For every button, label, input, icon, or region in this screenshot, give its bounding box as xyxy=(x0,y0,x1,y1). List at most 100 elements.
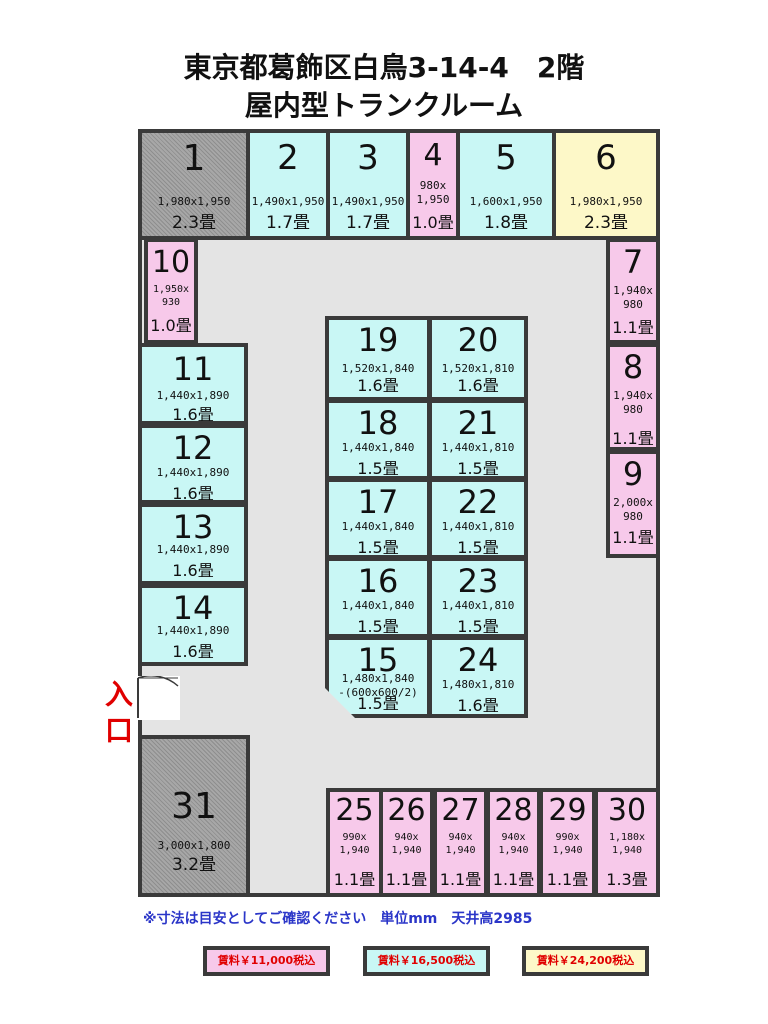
unit-number: 29 xyxy=(548,793,587,828)
unit-area: 1.0畳 xyxy=(412,213,454,232)
page-title: 東京都葛飾区白鳥3-14-4 2階 xyxy=(183,51,585,84)
unit-area: 1.7畳 xyxy=(265,213,311,233)
dimension-note: ※寸法は目安としてご確認ください 単位mm 天井高2985 xyxy=(143,911,533,927)
unit-number: 3 xyxy=(357,138,379,178)
entrance-char-2: 口 xyxy=(105,714,134,747)
unit-area: 1.1畳 xyxy=(612,429,654,448)
unit-number: 2 xyxy=(277,138,299,178)
storage-unit-8[interactable]: 8 1,940x 980 1.1畳 xyxy=(606,343,660,451)
entrance-char-1: 入 xyxy=(105,678,134,711)
unit-dimensions: 1,980x1,950 xyxy=(157,195,231,208)
unit-number: 15 xyxy=(357,641,399,679)
unit-number: 26 xyxy=(387,793,426,828)
unit-dimensions: 1,520x1,840 xyxy=(341,362,415,375)
unit-dimensions: 1,600x1,950 xyxy=(469,195,543,208)
unit-dimensions: 1,440x1,810 xyxy=(441,520,515,533)
unit-number: 22 xyxy=(457,483,499,521)
unit-area: 1.1畳 xyxy=(385,870,428,889)
storage-unit-7[interactable]: 7 1,940x 980 1.1畳 xyxy=(606,238,660,344)
unit-area: 1.5畳 xyxy=(457,538,499,557)
unit-area: 1.1畳 xyxy=(333,870,376,889)
unit-area: 1.7畳 xyxy=(345,213,391,233)
unit-number: 13 xyxy=(172,508,214,546)
door-swing-icon xyxy=(137,674,179,718)
legend-rent-cream: 賃料￥24,200税込 xyxy=(522,946,649,976)
unit-number: 19 xyxy=(357,321,399,359)
unit-area: 1.6畳 xyxy=(357,376,399,395)
unit-dimensions: 1,950x 930 xyxy=(152,284,190,308)
unit-dimensions: 980x 1,950 xyxy=(416,179,450,206)
unit-dimensions: 940x 1,940 xyxy=(498,832,529,856)
unit-area: 1.5畳 xyxy=(457,459,499,478)
unit-area: 1.1畳 xyxy=(612,318,654,337)
storage-unit-3[interactable]: 3 1,490x1,950 1.7畳 xyxy=(326,129,410,240)
unit-area: 1.5畳 xyxy=(357,538,399,557)
unit-dimensions: 1,480x1,840 -(600x600/2) xyxy=(338,672,418,699)
unit-dimensions: 1,940x 980 xyxy=(613,284,653,311)
unit-dimensions: 1,490x1,950 xyxy=(251,195,325,208)
unit-dimensions: 3,000x1,800 xyxy=(157,839,231,852)
unit-dimensions: 1,940x 980 xyxy=(613,389,653,416)
unit-dimensions: 990x 1,940 xyxy=(339,832,370,856)
unit-dimensions: 2,000x 980 xyxy=(613,496,653,523)
unit-area: 1.6畳 xyxy=(172,561,214,580)
unit-dimensions: 1,440x1,890 xyxy=(156,466,230,479)
unit-area: 1.6畳 xyxy=(172,484,214,503)
unit-number: 20 xyxy=(457,321,499,359)
storage-unit-9[interactable]: 9 2,000x 980 1.1畳 xyxy=(606,450,660,558)
unit-number: 9 xyxy=(622,455,644,493)
unit-number: 17 xyxy=(357,483,399,521)
unit-number: 7 xyxy=(622,243,644,281)
unit-area: 1.3畳 xyxy=(606,870,648,889)
unit-dimensions: 1,440x1,890 xyxy=(156,389,230,402)
unit-area: 1.1畳 xyxy=(439,870,482,889)
unit-dimensions: 1,440x1,810 xyxy=(441,441,515,454)
unit-number: 6 xyxy=(595,138,617,178)
unit-area: 1.6畳 xyxy=(457,696,499,715)
unit-area: 1.5畳 xyxy=(357,459,399,478)
unit-area: 1.5畳 xyxy=(457,617,499,636)
unit-number: 23 xyxy=(457,562,499,600)
unit-dimensions: 1,490x1,950 xyxy=(331,195,405,208)
unit-area: 1.1畳 xyxy=(546,870,589,889)
legend-rent-cyan: 賃料￥16,500税込 xyxy=(363,946,490,976)
unit-dimensions: 1,480x1,810 xyxy=(441,678,515,691)
unit-area: 1.1畳 xyxy=(612,528,654,547)
storage-unit-2[interactable]: 2 1,490x1,950 1.7畳 xyxy=(246,129,330,240)
unit-area: 2.3畳 xyxy=(583,213,629,233)
unit-number: 8 xyxy=(622,348,644,386)
unit-dimensions: 1,440x1,840 xyxy=(341,520,415,533)
page-subtitle: 屋内型トランクルーム xyxy=(244,89,524,122)
unit-number: 16 xyxy=(357,562,399,600)
unit-dimensions: 1,440x1,840 xyxy=(341,441,415,454)
unit-area: 1.5畳 xyxy=(357,694,399,713)
unit-number: 31 xyxy=(171,786,217,827)
unit-area: 1.6畳 xyxy=(172,405,214,424)
